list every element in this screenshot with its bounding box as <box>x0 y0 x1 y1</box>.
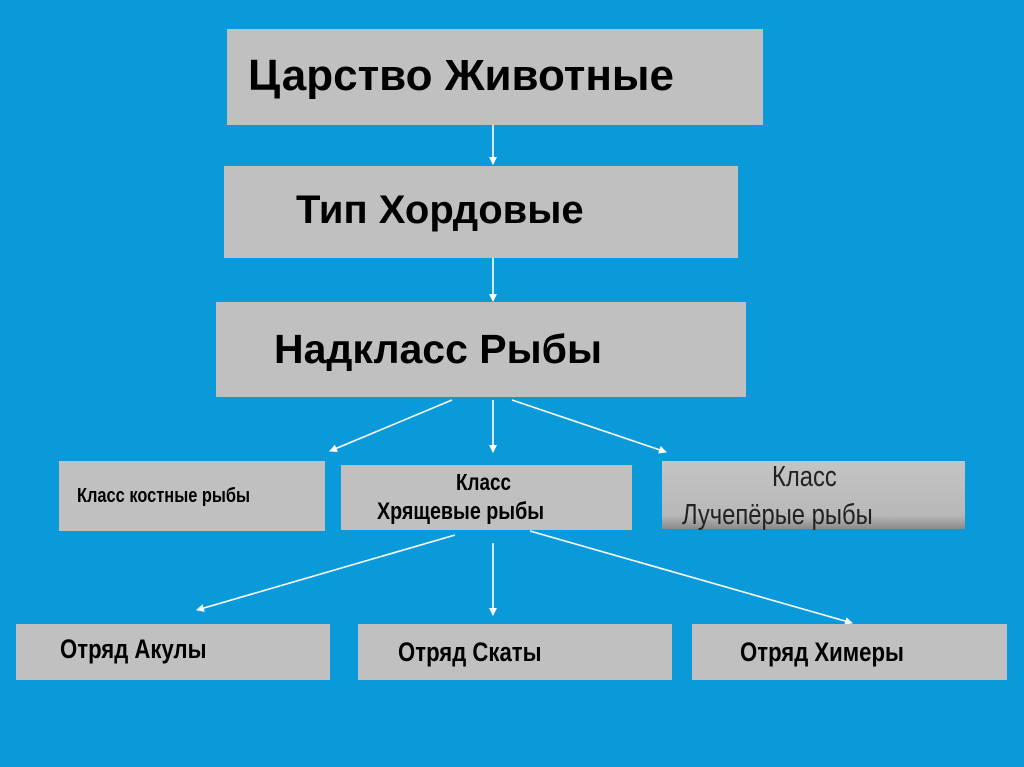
node-kingdom: Царство Животные <box>227 29 763 125</box>
node-label-text: Отряд Акулы <box>60 634 207 664</box>
node-label-line2: Хрящевые рыбы <box>377 498 581 526</box>
node-label-line2: Лучепёрые рыбы <box>682 499 915 532</box>
node-class-bony: Класс костные рыбы <box>59 461 325 531</box>
node-label: Царство Животные <box>248 51 674 100</box>
node-label: Отряд Скаты <box>398 637 573 668</box>
node-label: Класс костные рыбы <box>77 485 288 508</box>
node-label-text: Лучепёрые рыбы <box>682 499 873 531</box>
node-label: Тип Хордовые <box>296 188 584 232</box>
node-superclass: Надкласс Рыбы <box>216 302 746 397</box>
node-phylum: Тип Хордовые <box>224 166 738 258</box>
node-order-chimaeras: Отряд Химеры <box>692 624 1007 680</box>
node-label-text: Отряд Скаты <box>398 637 542 667</box>
node-label: Отряд Акулы <box>60 634 239 665</box>
arrow-cartilaginous-sharks <box>196 534 456 612</box>
node-label: Надкласс Рыбы <box>274 326 602 372</box>
node-order-sharks: Отряд Акулы <box>16 624 330 680</box>
node-label-text: Отряд Химеры <box>740 637 904 667</box>
node-label-text: Класс <box>772 461 837 493</box>
node-label: Отряд Химеры <box>740 637 940 668</box>
node-order-rays: Отряд Скаты <box>358 624 672 680</box>
node-label-line1: Класс <box>456 469 523 496</box>
node-label-line1: Класс <box>772 461 851 494</box>
node-label-text: Класс <box>456 469 511 495</box>
node-label-text: Хрящевые рыбы <box>377 498 545 525</box>
arrow-superclass-rayfinned <box>511 399 667 454</box>
node-class-cartilaginous: Класс Хрящевые рыбы <box>341 465 632 530</box>
arrow-cartilaginous-chimaeras <box>529 530 853 625</box>
arrow-superclass-bony <box>329 399 453 452</box>
node-label-text: Класс костные рыбы <box>77 485 251 507</box>
node-class-rayfinned: Класс Лучепёрые рыбы <box>662 461 965 532</box>
